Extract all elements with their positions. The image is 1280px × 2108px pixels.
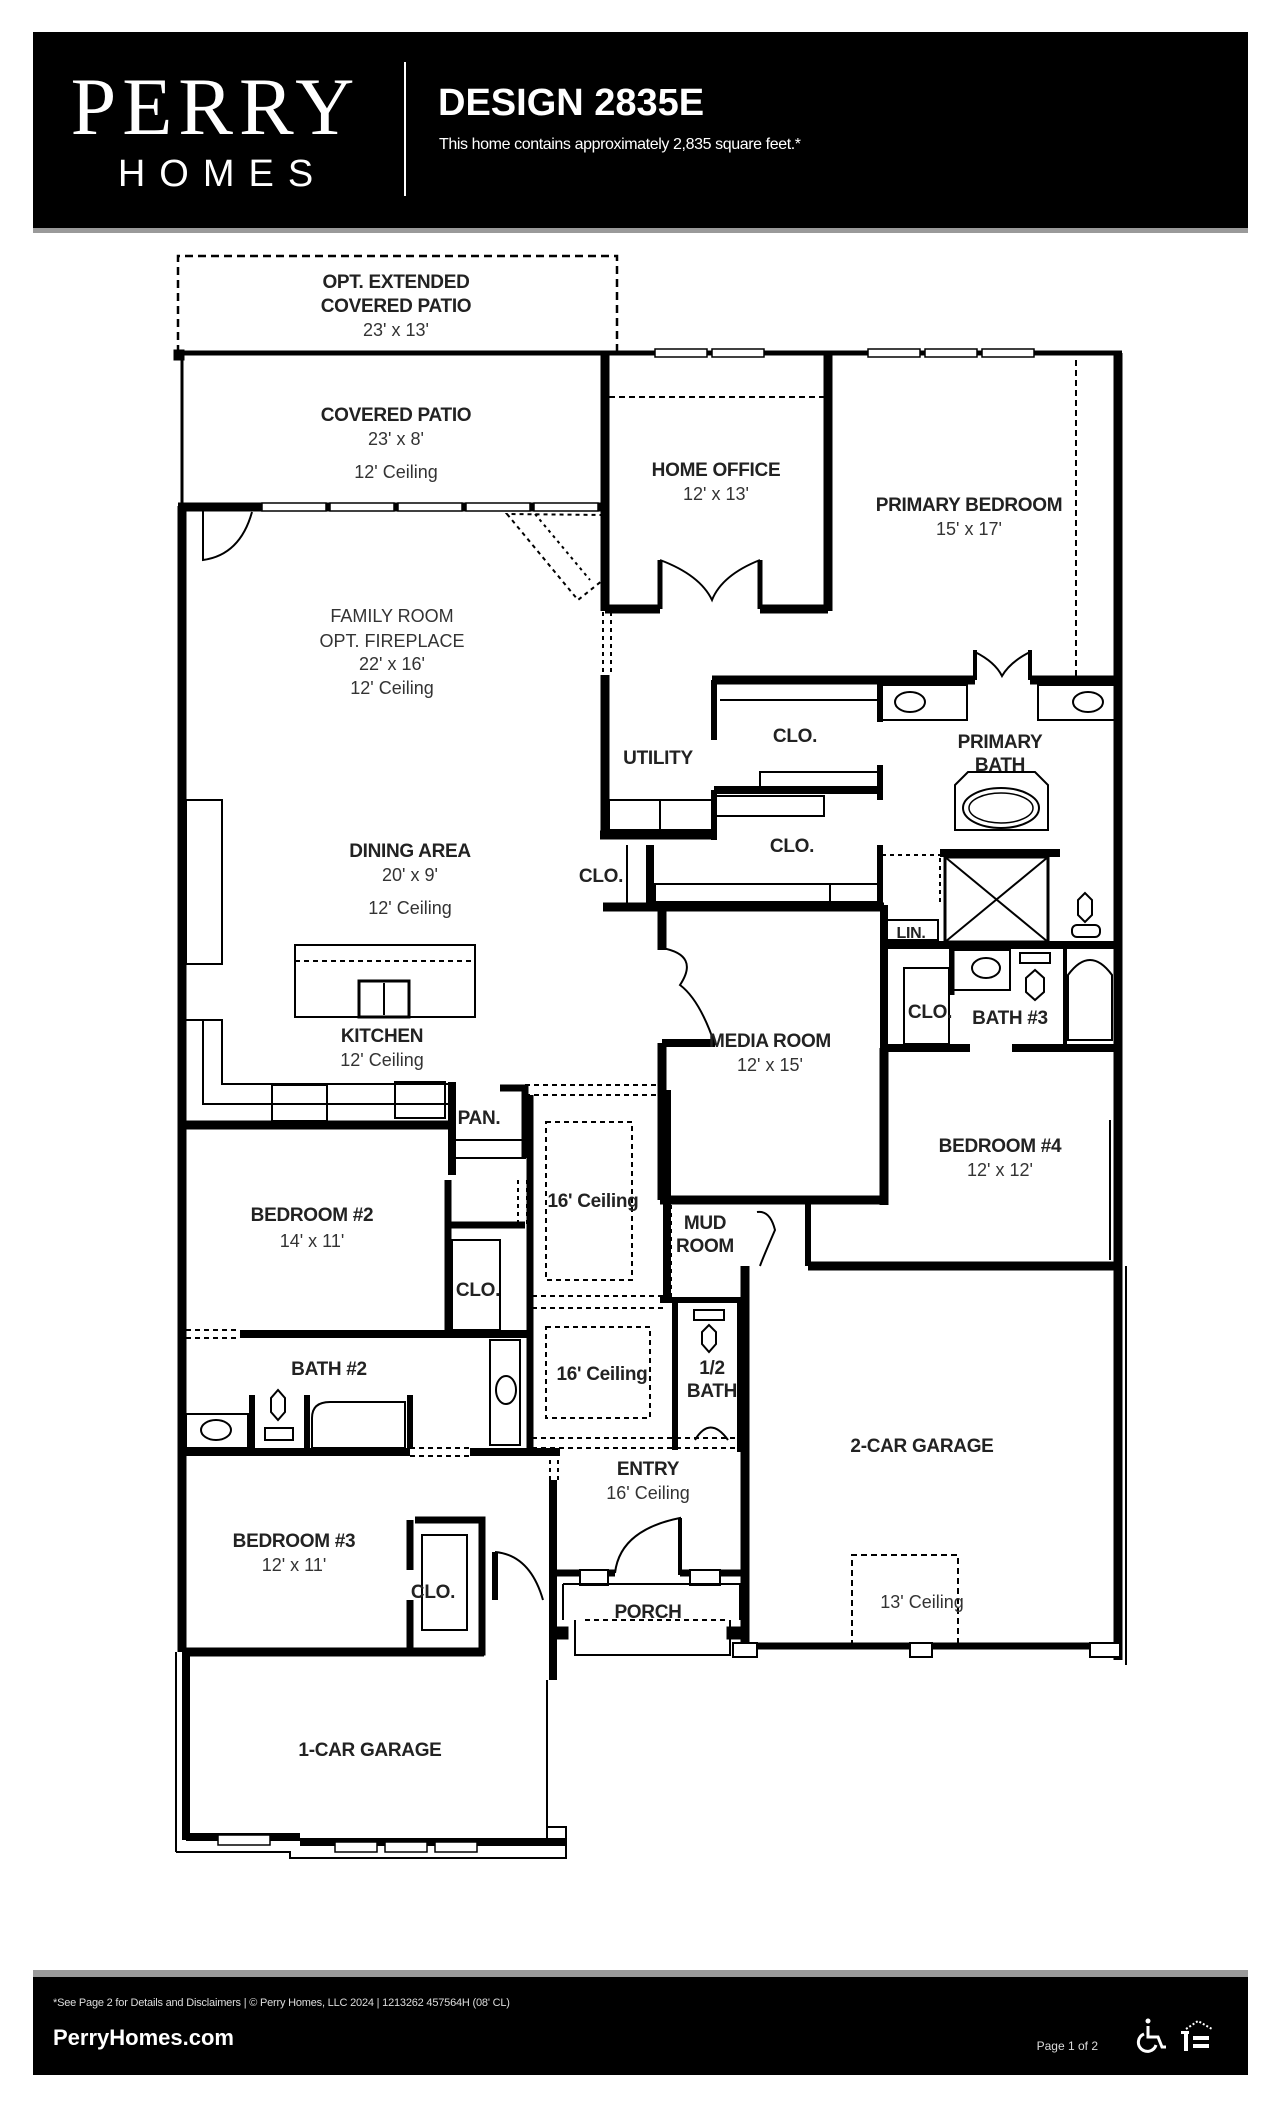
bath-3-label: BATH #3 — [972, 1008, 1048, 1029]
porch-label: PORCH — [614, 1602, 681, 1623]
home-office-dims: 12' x 13' — [683, 484, 749, 504]
dining-area-label: DINING AREA — [349, 841, 471, 862]
entry-ceiling: 16' Ceiling — [606, 1483, 690, 1503]
two-car-garage-label: 2-CAR GARAGE — [850, 1436, 993, 1457]
one-car-garage-label: 1-CAR GARAGE — [298, 1740, 441, 1761]
dining-area-ceiling: 12' Ceiling — [368, 898, 452, 918]
linen-label: LIN. — [896, 925, 925, 942]
primary-closet-bottom-label: CLO. — [770, 836, 814, 857]
family-room-label: FAMILY ROOM — [330, 606, 453, 626]
header-bar: PERRY HOMES DESIGN 2835E This home conta… — [33, 32, 1248, 233]
primary-bedroom-dims: 15' x 17' — [936, 519, 1002, 539]
covered-patio-dims: 23' x 8' — [368, 429, 424, 449]
bedroom-2-label: BEDROOM #2 — [251, 1205, 374, 1226]
media-room-dims: 12' x 15' — [737, 1055, 803, 1075]
opt-patio-dims: 23' x 13' — [363, 320, 429, 340]
page-indicator: Page 1 of 2 — [1036, 2039, 1098, 2053]
two-car-garage-ceiling: 13' Ceiling — [880, 1592, 964, 1612]
covered-patio-label: COVERED PATIO — [321, 405, 472, 426]
bedroom-4-dims: 12' x 12' — [967, 1160, 1033, 1180]
bath-2-label: BATH #2 — [291, 1359, 367, 1380]
bedroom-2-dims: 14' x 11' — [280, 1231, 345, 1251]
website-link[interactable]: PerryHomes.com — [53, 2025, 234, 2050]
home-office-label: HOME OFFICE — [652, 460, 781, 481]
accessibility-icon — [1136, 2018, 1166, 2053]
kitchen-label: KITCHEN — [341, 1026, 423, 1047]
opt-patio-label-2: COVERED PATIO — [321, 296, 472, 317]
covered-patio-ceiling: 12' Ceiling — [354, 462, 438, 482]
hall-closet-label: CLO. — [579, 866, 623, 887]
logo-homes-text: HOMES — [117, 153, 328, 195]
footer-bar: *See Page 2 for Details and Disclaimers … — [33, 1970, 1248, 2075]
disclaimer-text: *See Page 2 for Details and Disclaimers … — [53, 1997, 510, 2009]
square-footage-note: This home contains approximately 2,835 s… — [439, 136, 801, 153]
perry-homes-logo: PERRY HOMES — [63, 61, 368, 195]
mud-room-label: MUD — [684, 1213, 726, 1234]
logo-perry-text: PERRY — [70, 61, 361, 152]
equal-housing-opportunity-icon — [1181, 2019, 1213, 2051]
hall-ceiling-1-label: 16' Ceiling — [548, 1191, 639, 1212]
bedroom-2-closet-label: CLO. — [456, 1280, 500, 1301]
bedroom-4-label: BEDROOM #4 — [939, 1136, 1062, 1157]
primary-bath-label-2: BATH — [975, 755, 1025, 776]
primary-closet-top-label: CLO. — [773, 726, 817, 747]
bath3-closet-label: CLO. — [908, 1002, 952, 1023]
media-room-label: MEDIA ROOM — [709, 1031, 831, 1052]
primary-bedroom-label: PRIMARY BEDROOM — [876, 495, 1063, 516]
hall-ceiling-2-label: 16' Ceiling — [557, 1364, 648, 1385]
design-title: DESIGN 2835E — [438, 82, 705, 124]
bedroom-3-closet-label: CLO. — [411, 1582, 455, 1603]
header-divider — [404, 62, 406, 196]
mud-room-label-2: ROOM — [676, 1236, 734, 1257]
half-bath-label: 1/2 — [699, 1358, 725, 1379]
family-room-label-2: OPT. FIREPLACE — [319, 631, 464, 651]
family-room-dims: 22' x 16' — [359, 654, 425, 674]
half-bath-label-2: BATH — [687, 1381, 737, 1402]
bedroom-3-dims: 12' x 11' — [262, 1555, 327, 1575]
primary-bath-label: PRIMARY — [958, 732, 1043, 753]
utility-label: UTILITY — [623, 748, 693, 769]
entry-label: ENTRY — [617, 1459, 680, 1480]
dining-area-dims: 20' x 9' — [382, 865, 438, 885]
pantry-label: PAN. — [458, 1108, 501, 1129]
kitchen-ceiling: 12' Ceiling — [340, 1050, 424, 1070]
family-room-ceiling: 12' Ceiling — [350, 678, 434, 698]
opt-patio-label: OPT. EXTENDED — [322, 272, 469, 293]
bedroom-3-label: BEDROOM #3 — [233, 1531, 356, 1552]
